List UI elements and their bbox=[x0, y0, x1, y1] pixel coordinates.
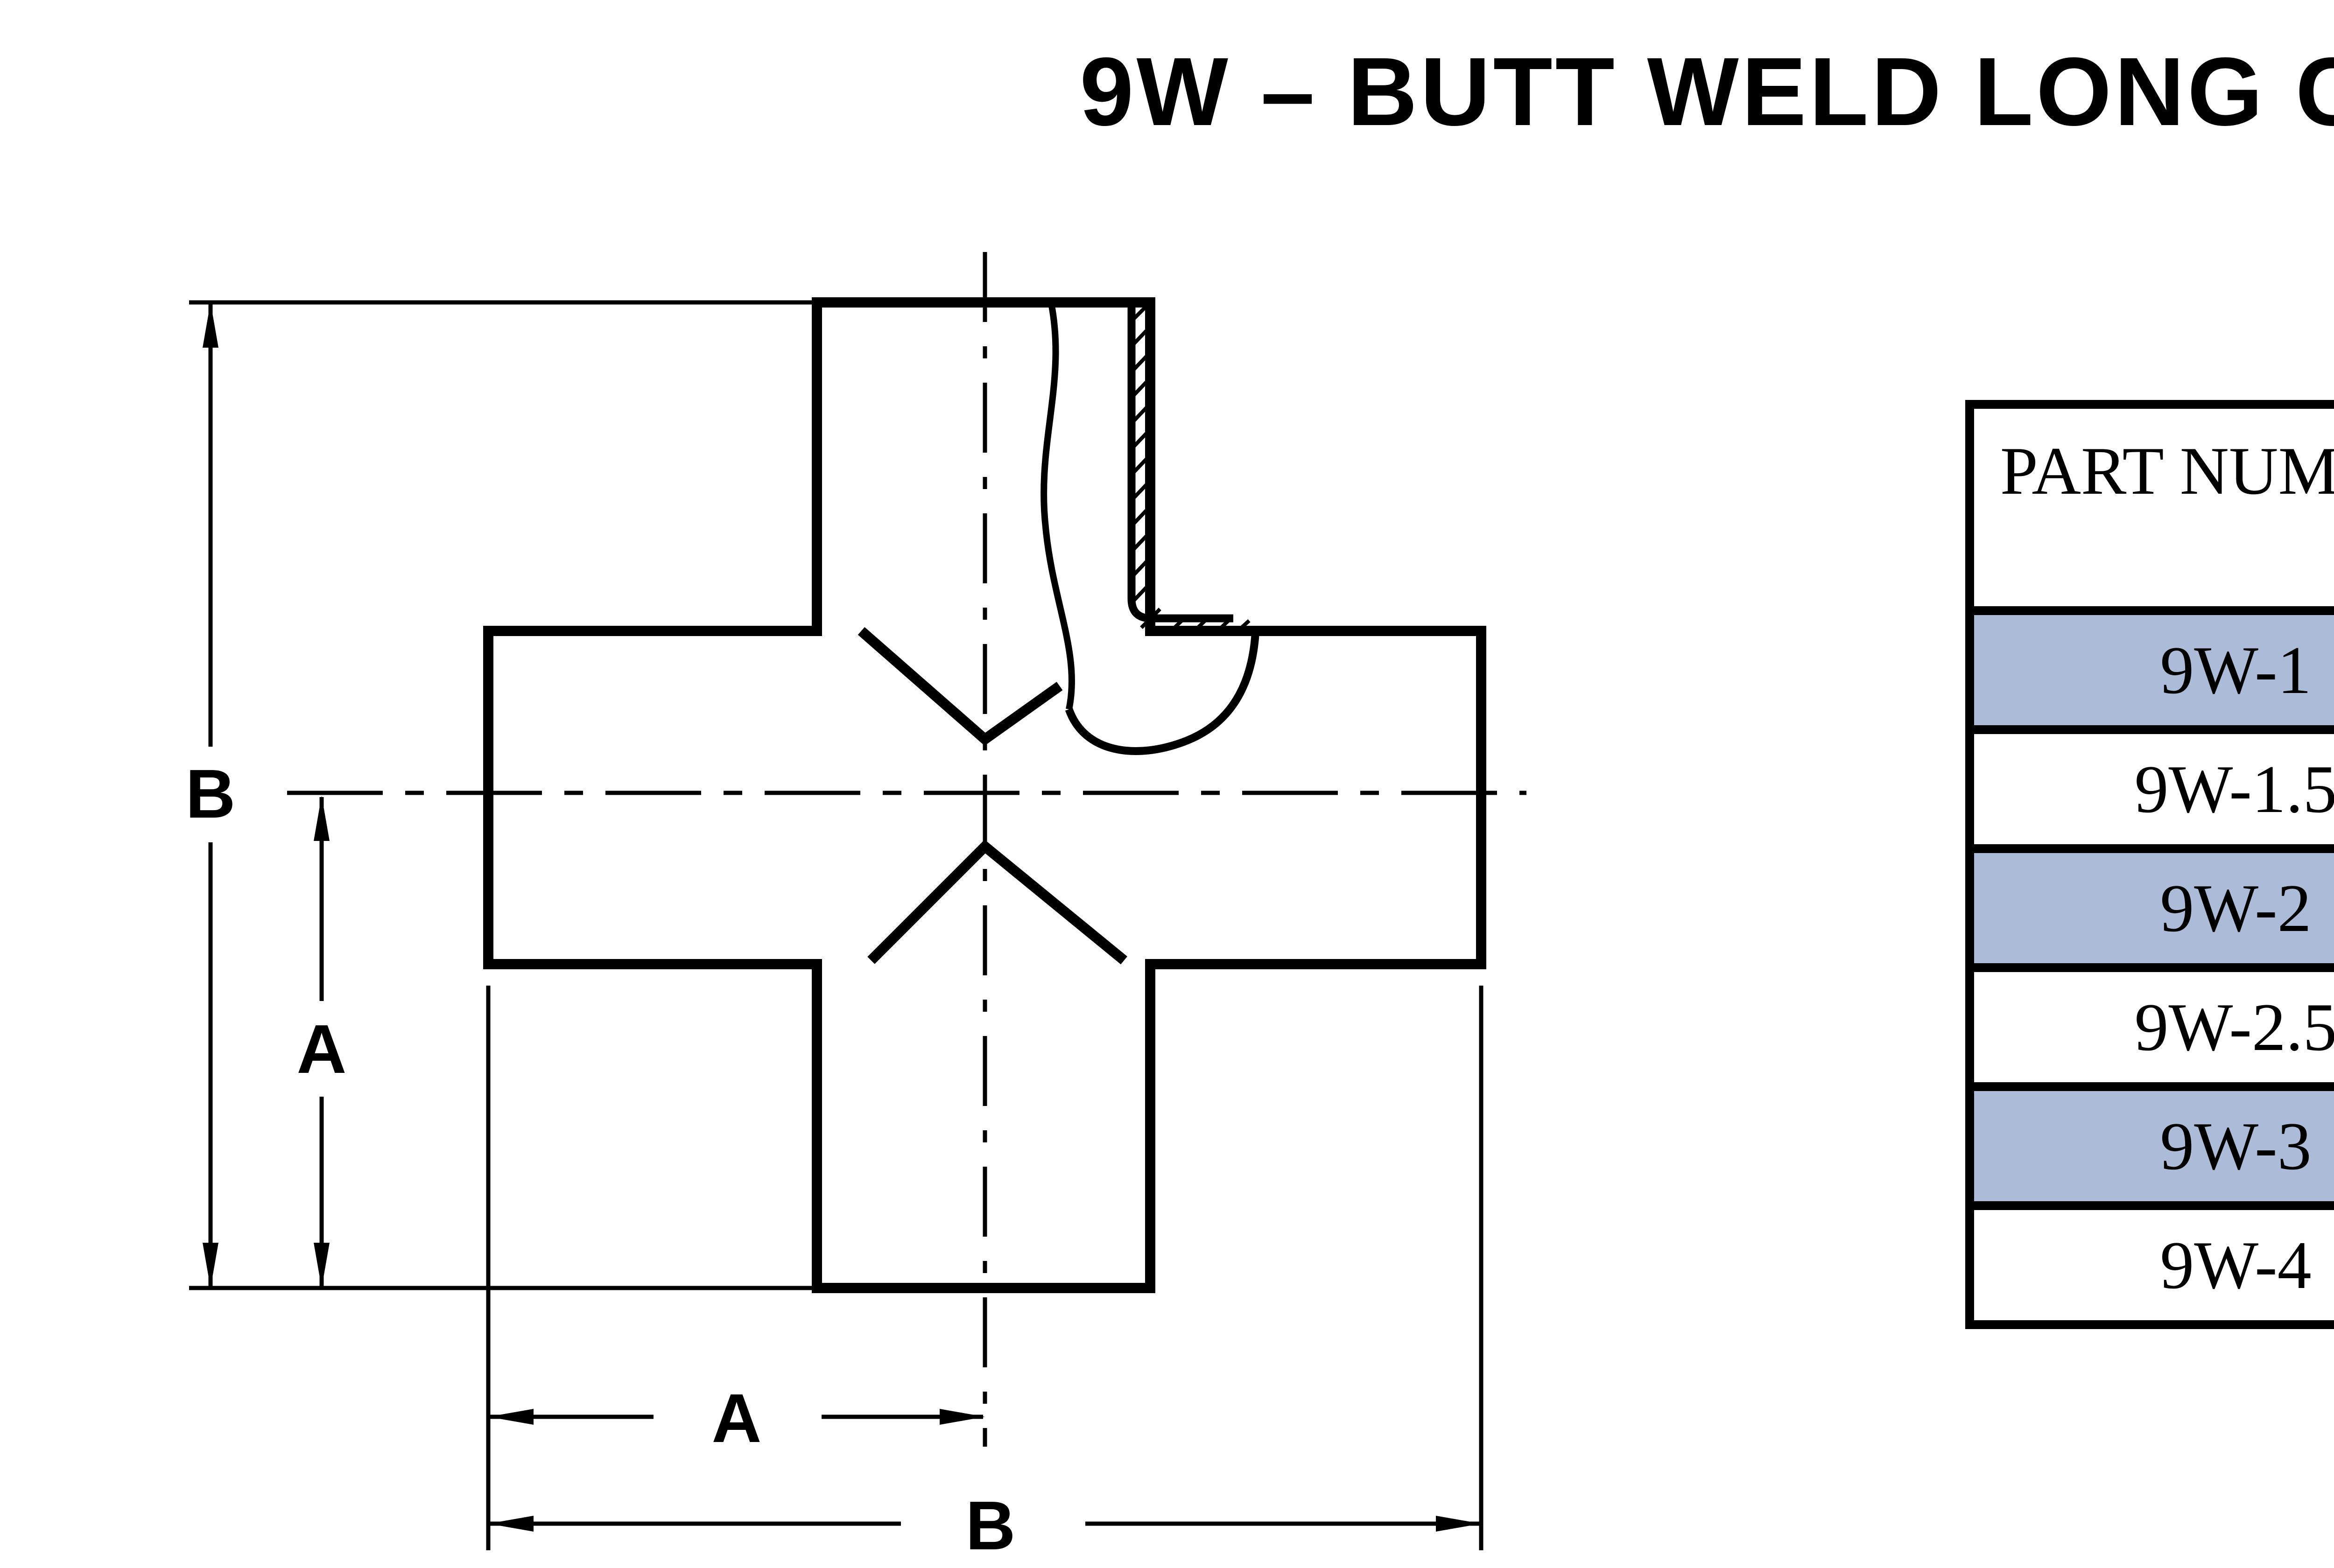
part-number-cell: 9W-2 bbox=[1965, 844, 2334, 972]
dim-label-b-left: B bbox=[186, 756, 236, 833]
dimensions-table: PART NUMBERSIZE(inches)A(inches)B(inches… bbox=[1965, 400, 2334, 1329]
table-row: 9W-333.2506.500 bbox=[1965, 1082, 2334, 1210]
break-line bbox=[1040, 302, 1075, 710]
dim-b-left-arrow-up bbox=[203, 302, 218, 348]
weld-section-hatch bbox=[1130, 302, 1251, 636]
part-number-cell: 9W-1.5 bbox=[1965, 725, 2334, 853]
dim-b-bottom-arrow-left bbox=[488, 1516, 534, 1532]
dim-label-a-left: A bbox=[297, 1011, 347, 1088]
page-title: 9W – BUTT WELD LONG CROSS bbox=[1080, 38, 2334, 146]
dim-label-a-bottom: A bbox=[712, 1380, 762, 1457]
part-number-cell: 9W-1 bbox=[1965, 606, 2334, 734]
table-header: PART NUMBERSIZE(inches)A(inches)B(inches… bbox=[1965, 400, 2334, 615]
table-row: 9W-111.8753.750 bbox=[1965, 606, 2334, 734]
part-number-cell: 9W-4 bbox=[1965, 1201, 2334, 1329]
table-row: 9W-223.0006.000 bbox=[1965, 844, 2334, 972]
dim-a-bottom-arrow-right bbox=[940, 1409, 985, 1425]
table-row: 9W-2.52-1/23.0006.000 bbox=[1965, 963, 2334, 1091]
dim-a-left-arrow-down bbox=[314, 1243, 330, 1288]
fillet-curve bbox=[1065, 635, 1259, 755]
dim-a-left-arrow-up bbox=[314, 796, 330, 841]
dim-a-bottom-arrow-left bbox=[488, 1409, 534, 1425]
table-body: 9W-111.8753.7509W-1.51-1/22.2504.5009W-2… bbox=[1965, 606, 2334, 1329]
lower-bore-chevron bbox=[867, 840, 1127, 965]
column-header-0: PART NUMBER bbox=[1965, 400, 2334, 615]
dim-b-bottom-arrow-right bbox=[1436, 1516, 1481, 1532]
dim-label-b-bottom: B bbox=[966, 1487, 1016, 1564]
table-row: 9W-443.8757.750 bbox=[1965, 1201, 2334, 1329]
part-number-cell: 9W-2.5 bbox=[1965, 963, 2334, 1091]
part-number-cell: 9W-3 bbox=[1965, 1082, 2334, 1210]
table-row: 9W-1.51-1/22.2504.500 bbox=[1965, 725, 2334, 853]
header-row: PART NUMBERSIZE(inches)A(inches)B(inches… bbox=[1965, 400, 2334, 615]
dim-b-left-arrow-down bbox=[203, 1243, 218, 1288]
